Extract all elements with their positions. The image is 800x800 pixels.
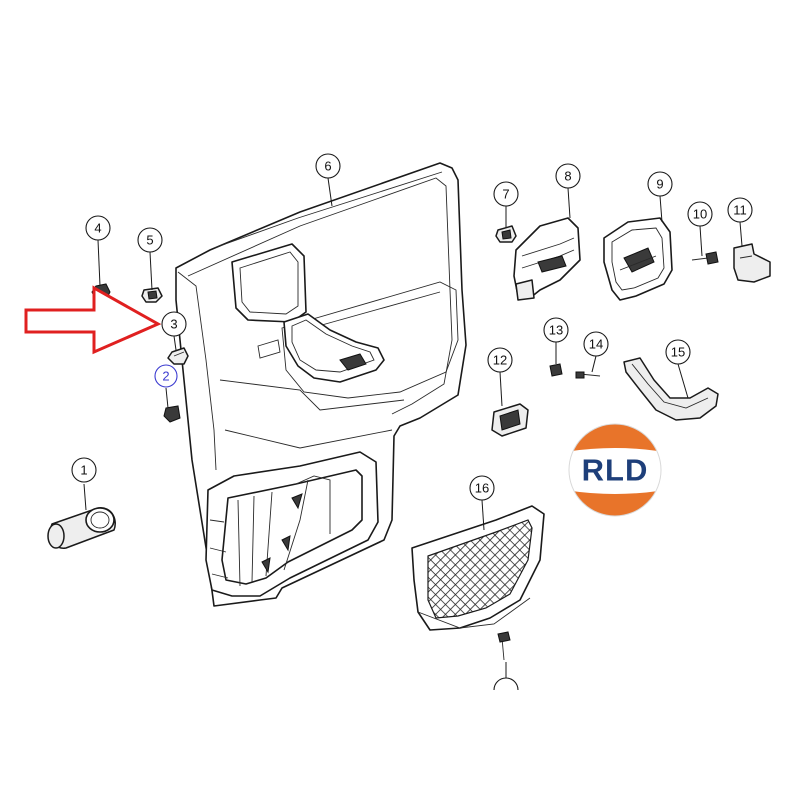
callout-16: 16 <box>469 475 495 501</box>
part-1-sleeve <box>47 507 116 549</box>
callout-11: 11 <box>727 197 753 223</box>
callout-14: 14 <box>583 331 609 357</box>
svg-text:10: 10 <box>693 207 707 222</box>
callout-12: 12 <box>487 347 513 373</box>
svg-text:1: 1 <box>80 463 87 478</box>
svg-text:13: 13 <box>549 323 563 338</box>
part-3-clip <box>167 347 189 365</box>
part-7-clip <box>495 225 517 243</box>
part-2-push-pin <box>163 405 181 423</box>
part-11-bracket <box>733 243 771 283</box>
part-13-clip <box>549 363 563 377</box>
svg-text:12: 12 <box>493 353 507 368</box>
callout-partial-bottom <box>493 662 519 691</box>
svg-text:9: 9 <box>656 177 663 192</box>
callout-13: 13 <box>543 317 569 343</box>
svg-text:6: 6 <box>324 159 331 174</box>
callout-1: 1 <box>71 457 97 483</box>
part-12-switch-bezel <box>491 403 529 437</box>
part-15-grab-handle <box>623 357 719 421</box>
svg-text:4: 4 <box>94 221 101 236</box>
callout-6: 6 <box>315 153 341 179</box>
callout-10: 10 <box>687 201 713 227</box>
part-5-fastener <box>141 287 163 303</box>
part-10-screw <box>691 251 719 265</box>
svg-text:11: 11 <box>733 203 747 218</box>
svg-text:3: 3 <box>170 317 177 332</box>
callout-8: 8 <box>555 163 581 189</box>
svg-text:8: 8 <box>564 169 571 184</box>
svg-text:7: 7 <box>502 187 509 202</box>
callout-15: 15 <box>665 339 691 365</box>
red-pointer-arrow <box>24 285 162 355</box>
callout-9: 9 <box>647 171 673 197</box>
svg-text:15: 15 <box>671 345 685 360</box>
callout-3: 3 <box>161 311 187 337</box>
part-9-handle-bezel <box>603 217 673 301</box>
svg-text:2: 2 <box>162 369 169 384</box>
svg-text:RLD: RLD <box>582 453 649 488</box>
part-16-mesh-panel <box>411 505 545 631</box>
part-14-screw <box>575 371 601 379</box>
svg-text:16: 16 <box>475 481 489 496</box>
callout-5: 5 <box>137 227 163 253</box>
callout-4: 4 <box>85 215 111 241</box>
svg-text:14: 14 <box>589 337 603 352</box>
callout-7: 7 <box>493 181 519 207</box>
leader-lines <box>83 177 743 531</box>
svg-text:5: 5 <box>146 233 153 248</box>
screw-below-mesh <box>497 631 511 661</box>
rld-logo: RLD <box>568 423 662 517</box>
part-8-inner-handle <box>513 217 581 301</box>
part-6-door-trim-panel <box>175 162 467 607</box>
callout-2: 2 <box>154 364 178 388</box>
